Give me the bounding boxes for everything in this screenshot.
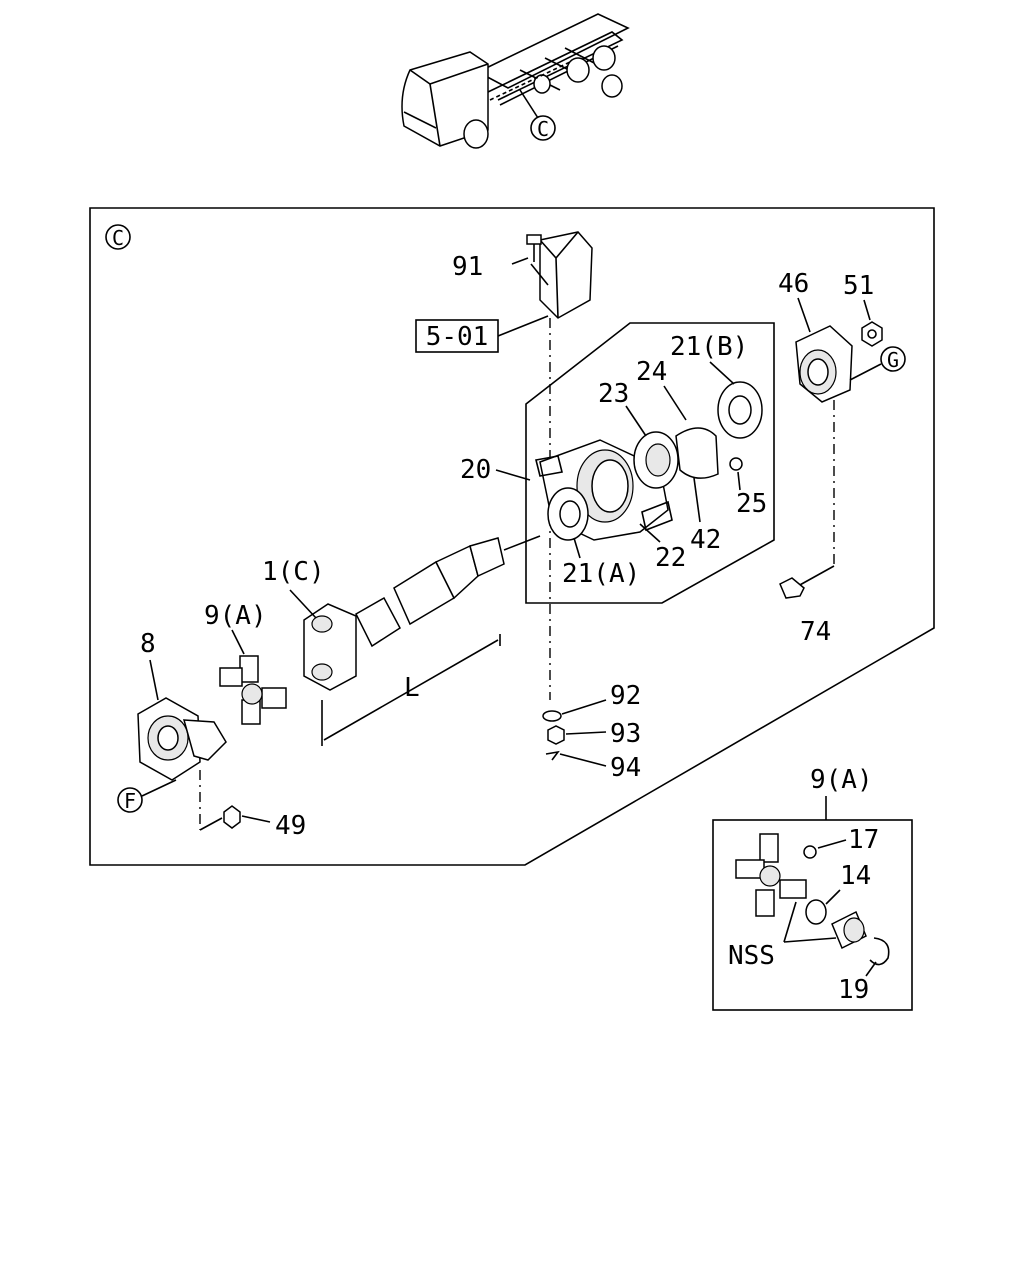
callout-21a: 21(A): [562, 559, 640, 589]
callout-49: 49: [275, 811, 306, 841]
universal-joint-9a: [219, 655, 287, 725]
bolt-74: [779, 577, 805, 599]
reference-box-label: 5-01: [426, 322, 489, 352]
bearing-23: [633, 431, 679, 489]
callout-22: 22: [655, 543, 686, 573]
inset-title-9a: 9(A): [810, 765, 873, 795]
inset-seal-14: [805, 899, 827, 925]
grease-nipple-25: [729, 457, 743, 471]
propeller-shaft-1c: [303, 535, 541, 691]
nut-49: [223, 805, 241, 829]
callout-92: 92: [610, 681, 641, 711]
flange-marker-f: [117, 787, 143, 813]
cotter-pin-94: [545, 750, 560, 761]
section-frame: [89, 207, 935, 866]
nut-51: [861, 321, 883, 347]
dimension-l-label: L: [404, 673, 420, 703]
callout-1c: 1(C): [262, 557, 325, 587]
callout-93: 93: [610, 719, 641, 749]
inset-frame: [712, 819, 913, 1011]
inset-snap-ring-19: [869, 937, 890, 966]
flange-yoke-8: [137, 697, 227, 781]
callout-9a: 9(A): [204, 601, 267, 631]
callout-94: 94: [610, 753, 641, 783]
callout-17: 17: [848, 825, 879, 855]
nut-93: [547, 725, 565, 745]
washer-92: [542, 710, 562, 722]
callout-42: 42: [690, 525, 721, 555]
callout-24: 24: [636, 357, 667, 387]
callout-91: 91: [452, 252, 483, 282]
callout-14: 14: [840, 861, 871, 891]
vehicle-location-marker-label: C: [537, 117, 549, 141]
callout-74: 74: [800, 617, 831, 647]
inset-grease-nipple-17: [803, 845, 817, 859]
center-bearing-subframe: [525, 322, 775, 604]
flange-marker-g: [880, 346, 906, 372]
section-marker-label: C: [112, 226, 124, 250]
callout-20: 20: [460, 455, 491, 485]
inset-spider: [735, 833, 807, 917]
callout-25: 25: [736, 489, 767, 519]
callout-nss: NSS: [728, 941, 775, 971]
flange-marker-g-label: G: [887, 348, 899, 372]
flange-marker-f-label: F: [124, 789, 136, 813]
truck-overview: [401, 13, 630, 149]
companion-flange-46: [795, 325, 853, 403]
callout-21b: 21(B): [670, 332, 748, 362]
bearing-seal-21b: [717, 381, 763, 439]
callout-8: 8: [140, 629, 156, 659]
frame-bracket: [526, 231, 593, 319]
vehicle-location-marker: [530, 115, 556, 141]
dimension-l: [321, 634, 501, 746]
inset-bearing-cup: [831, 910, 867, 950]
bearing-seal-21a: [547, 487, 589, 541]
callout-19: 19: [838, 975, 869, 1005]
cushion-24: [675, 427, 719, 479]
callout-51: 51: [843, 271, 874, 301]
callout-23: 23: [598, 379, 629, 409]
callout-46: 46: [778, 269, 809, 299]
section-marker-circle: [105, 224, 131, 250]
